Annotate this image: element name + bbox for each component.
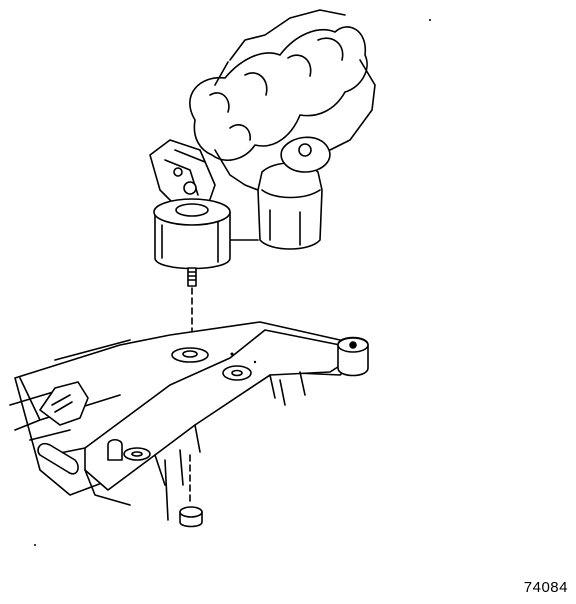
bracket-bolt-2	[173, 167, 183, 177]
engine-assembly	[149, 9, 376, 250]
bushing-center	[349, 341, 357, 349]
lower-tube	[37, 442, 79, 475]
crossmember-edge	[84, 374, 276, 506]
front-spacer-hole	[131, 451, 143, 457]
specks	[34, 19, 431, 546]
nut-top	[179, 506, 203, 518]
crossmember	[9, 321, 369, 521]
mount-top-inner	[175, 203, 209, 217]
engine-lower-edge	[214, 149, 259, 241]
front-bolt	[107, 438, 123, 461]
gusset-lines	[164, 371, 306, 521]
engine-mount	[153, 198, 231, 287]
pad-hole	[182, 350, 198, 358]
rail-bracket-slot	[51, 394, 73, 413]
crossmember-plate	[84, 329, 353, 491]
mount-bracket	[149, 139, 216, 213]
mount-stud	[187, 267, 197, 287]
figure-number: 74084	[523, 579, 568, 596]
transmission-housing	[257, 162, 323, 250]
exhaust-manifold	[189, 26, 368, 161]
washer-hole	[231, 369, 243, 377]
housing-detail	[261, 189, 321, 246]
engine-block-upper	[214, 9, 376, 151]
housing-bolt	[298, 143, 312, 157]
stud-threads	[187, 271, 197, 281]
bracket-bolt	[183, 181, 197, 195]
mount-shading	[161, 221, 219, 263]
mount-body	[154, 211, 231, 270]
manifold-runner-detail	[209, 37, 344, 141]
lower-nut	[179, 506, 203, 528]
rail-bracket	[39, 381, 89, 426]
